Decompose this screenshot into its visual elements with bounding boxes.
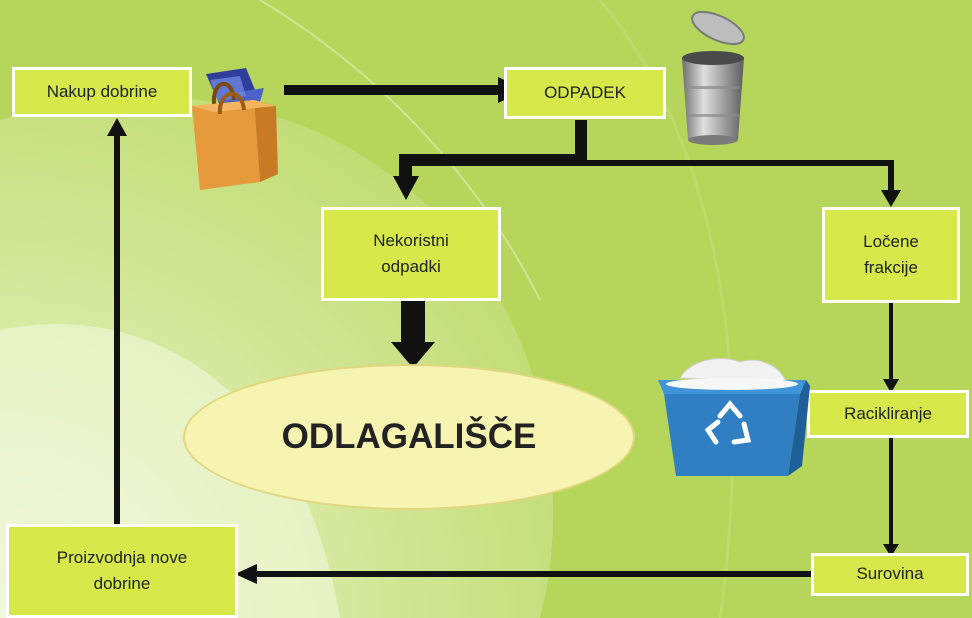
arrow-waste-down xyxy=(575,120,587,160)
node-raw-material: Surovina xyxy=(811,553,969,596)
node-useless-waste-label: Nekoristni odpadki xyxy=(373,230,449,276)
arrow-purchase-to-waste xyxy=(284,85,502,95)
node-landfill: ODLAGALIŠČE xyxy=(183,364,635,510)
arrowhead-recycling xyxy=(883,379,899,393)
arrow-right-down xyxy=(888,160,894,195)
node-useless-waste: Nekoristni odpadki xyxy=(321,207,501,301)
node-waste: ODPADEK xyxy=(504,67,666,119)
arrow-production-to-purchase xyxy=(114,132,120,524)
node-waste-label: ODPADEK xyxy=(544,82,626,102)
arrow-useless-to-landfill xyxy=(401,298,425,346)
arrowhead-landfill xyxy=(391,342,435,368)
node-recycling-label: Racikliranje xyxy=(844,403,932,423)
arrow-separated-to-recycling xyxy=(889,303,893,383)
arrowhead-useless xyxy=(393,176,419,200)
arrow-split-right xyxy=(587,160,894,166)
arrowhead-separated xyxy=(881,190,901,207)
arrow-left-down xyxy=(399,154,412,180)
shopping-bag-icon xyxy=(192,68,278,190)
node-separated-label: Ločene frakcije xyxy=(863,231,919,277)
node-production: Proizvodnja nove dobrine xyxy=(6,524,238,618)
node-separated: Ločene frakcije xyxy=(822,207,960,303)
arrowhead-production xyxy=(235,564,257,584)
node-production-label: Proizvodnja nove dobrine xyxy=(56,547,188,593)
recycling-bin-icon xyxy=(658,358,810,476)
node-purchase: Nakup dobrine xyxy=(12,67,192,117)
arrow-recycling-to-raw xyxy=(889,437,893,547)
node-landfill-label: ODLAGALIŠČE xyxy=(281,417,537,456)
arrowhead-raw xyxy=(883,544,899,557)
node-raw-material-label: Surovina xyxy=(856,564,924,584)
trash-can-icon xyxy=(682,10,745,145)
arrow-split-left xyxy=(399,154,587,166)
node-recycling: Racikliranje xyxy=(807,390,969,438)
node-purchase-label: Nakup dobrine xyxy=(46,81,158,101)
arrow-raw-to-production xyxy=(255,571,811,577)
arrowhead-purchase xyxy=(107,118,127,136)
